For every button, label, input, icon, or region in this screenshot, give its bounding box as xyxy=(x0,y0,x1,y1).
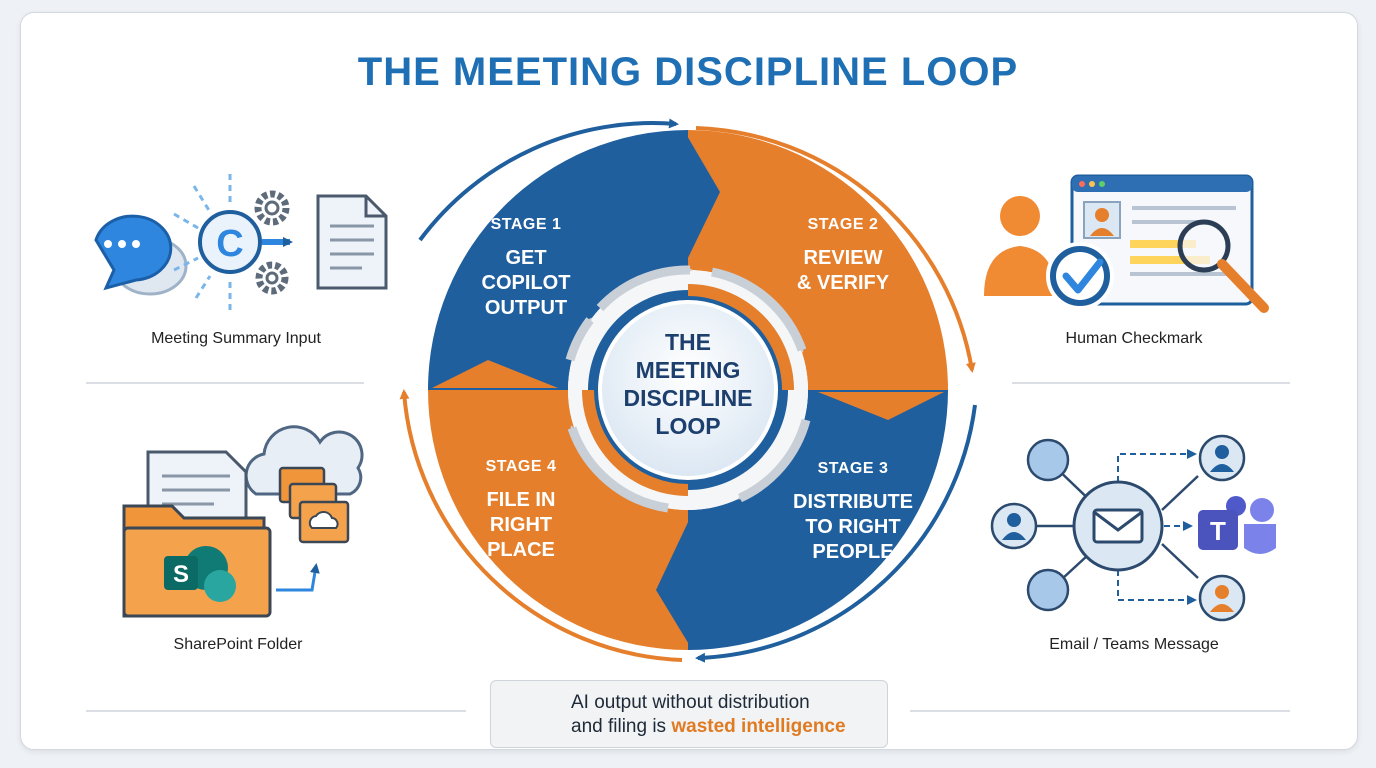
arrow-up-icon xyxy=(276,563,320,592)
person-icon xyxy=(1198,574,1246,622)
stage-3-arrow-tip xyxy=(656,518,690,646)
dashed-arrows xyxy=(1117,449,1197,605)
stage-3-title: DISTRIBUTE TO RIGHT PEOPLE xyxy=(793,491,913,563)
teams-letter: T xyxy=(1210,516,1226,546)
person-icon xyxy=(990,502,1038,550)
outer-arrow-right xyxy=(695,126,976,373)
inner-arrow-4 xyxy=(567,425,669,513)
callout-line-2-prefix: and filing is xyxy=(571,716,672,737)
copilot-logo-icon: C xyxy=(198,210,262,274)
callout-text: AI output without distribution and filin… xyxy=(571,691,846,739)
checkmark-icon xyxy=(1046,242,1114,310)
warning-callout: AI output without distribution and filin… xyxy=(490,680,888,748)
person-icon xyxy=(1198,434,1246,482)
sharepoint-folder-label: SharePoint Folder xyxy=(173,636,303,653)
stage-3-label: STAGE 3 DISTRIBUTE TO RIGHT PEOPLE xyxy=(778,460,928,565)
inner-arrow-2 xyxy=(711,267,807,353)
document-icon xyxy=(316,194,388,290)
email-teams-message-label: Email / Teams Message xyxy=(1049,636,1219,653)
gear-icon xyxy=(255,261,289,295)
diagram-title: THE MEETING DISCIPLINE LOOP xyxy=(357,50,1019,94)
folder-icon xyxy=(278,466,350,544)
sharepoint-logo-icon: S xyxy=(164,546,236,602)
outer-arrow-top xyxy=(418,118,679,242)
sharepoint-letter: S xyxy=(173,561,189,588)
stage-4-number: STAGE 4 xyxy=(485,458,557,475)
person-icon xyxy=(984,196,1056,296)
rays-decoration xyxy=(173,174,232,310)
inner-arrow-3 xyxy=(737,418,811,503)
chat-bubbles-icon xyxy=(94,214,188,296)
stage-2-label: STAGE 2 REVIEW & VERIFY xyxy=(768,216,918,296)
teams-logo-icon: T xyxy=(1198,496,1276,554)
callout-line-1: AI output without distribution xyxy=(571,692,810,713)
stage-2-number: STAGE 2 xyxy=(807,216,879,233)
cloud-icon xyxy=(244,425,364,496)
inner-arrow-5 xyxy=(565,317,594,362)
hub-ring-orange-1 xyxy=(687,284,794,391)
stage-1-label: STAGE 1 GET COPILOT OUTPUT xyxy=(446,216,606,321)
stage-4-title: FILE IN RIGHT PLACE xyxy=(486,489,556,561)
email-icon xyxy=(1072,480,1164,572)
outer-arrow-bottom xyxy=(695,404,977,663)
stage-4-segment xyxy=(428,390,688,650)
inner-arrow-1 xyxy=(596,265,693,312)
stage-2-segment xyxy=(688,130,948,390)
callout-highlight: wasted intelligence xyxy=(671,716,846,737)
network-node-icon xyxy=(1026,438,1070,612)
stage-4-label: STAGE 4 FILE IN RIGHT PLACE xyxy=(446,458,596,563)
stage-3-segment xyxy=(688,390,948,650)
hub-circle xyxy=(598,300,778,480)
stage-1-number: STAGE 1 xyxy=(490,216,562,233)
hub-label: THE MEETING DISCIPLINE LOOP xyxy=(623,329,753,439)
stage-2-title: REVIEW & VERIFY xyxy=(796,247,890,294)
magnifier-icon xyxy=(1177,219,1269,313)
gear-icon xyxy=(254,190,290,226)
stage-2-arrow-tip xyxy=(818,392,944,420)
human-checkmark-label: Human Checkmark xyxy=(1065,330,1203,347)
stage-3-number: STAGE 3 xyxy=(817,460,889,477)
copilot-letter: C xyxy=(216,223,243,265)
outer-arrow-left xyxy=(399,389,683,662)
stage-1-arrow-tip xyxy=(686,134,720,262)
meeting-summary-input-label: Meeting Summary Input xyxy=(151,330,321,347)
stage-1-segment xyxy=(428,130,688,390)
hub-ring-orange-2 xyxy=(582,389,689,496)
stage-4-arrow-tip xyxy=(432,360,558,388)
stage-1-title: GET COPILOT OUTPUT xyxy=(481,247,571,319)
